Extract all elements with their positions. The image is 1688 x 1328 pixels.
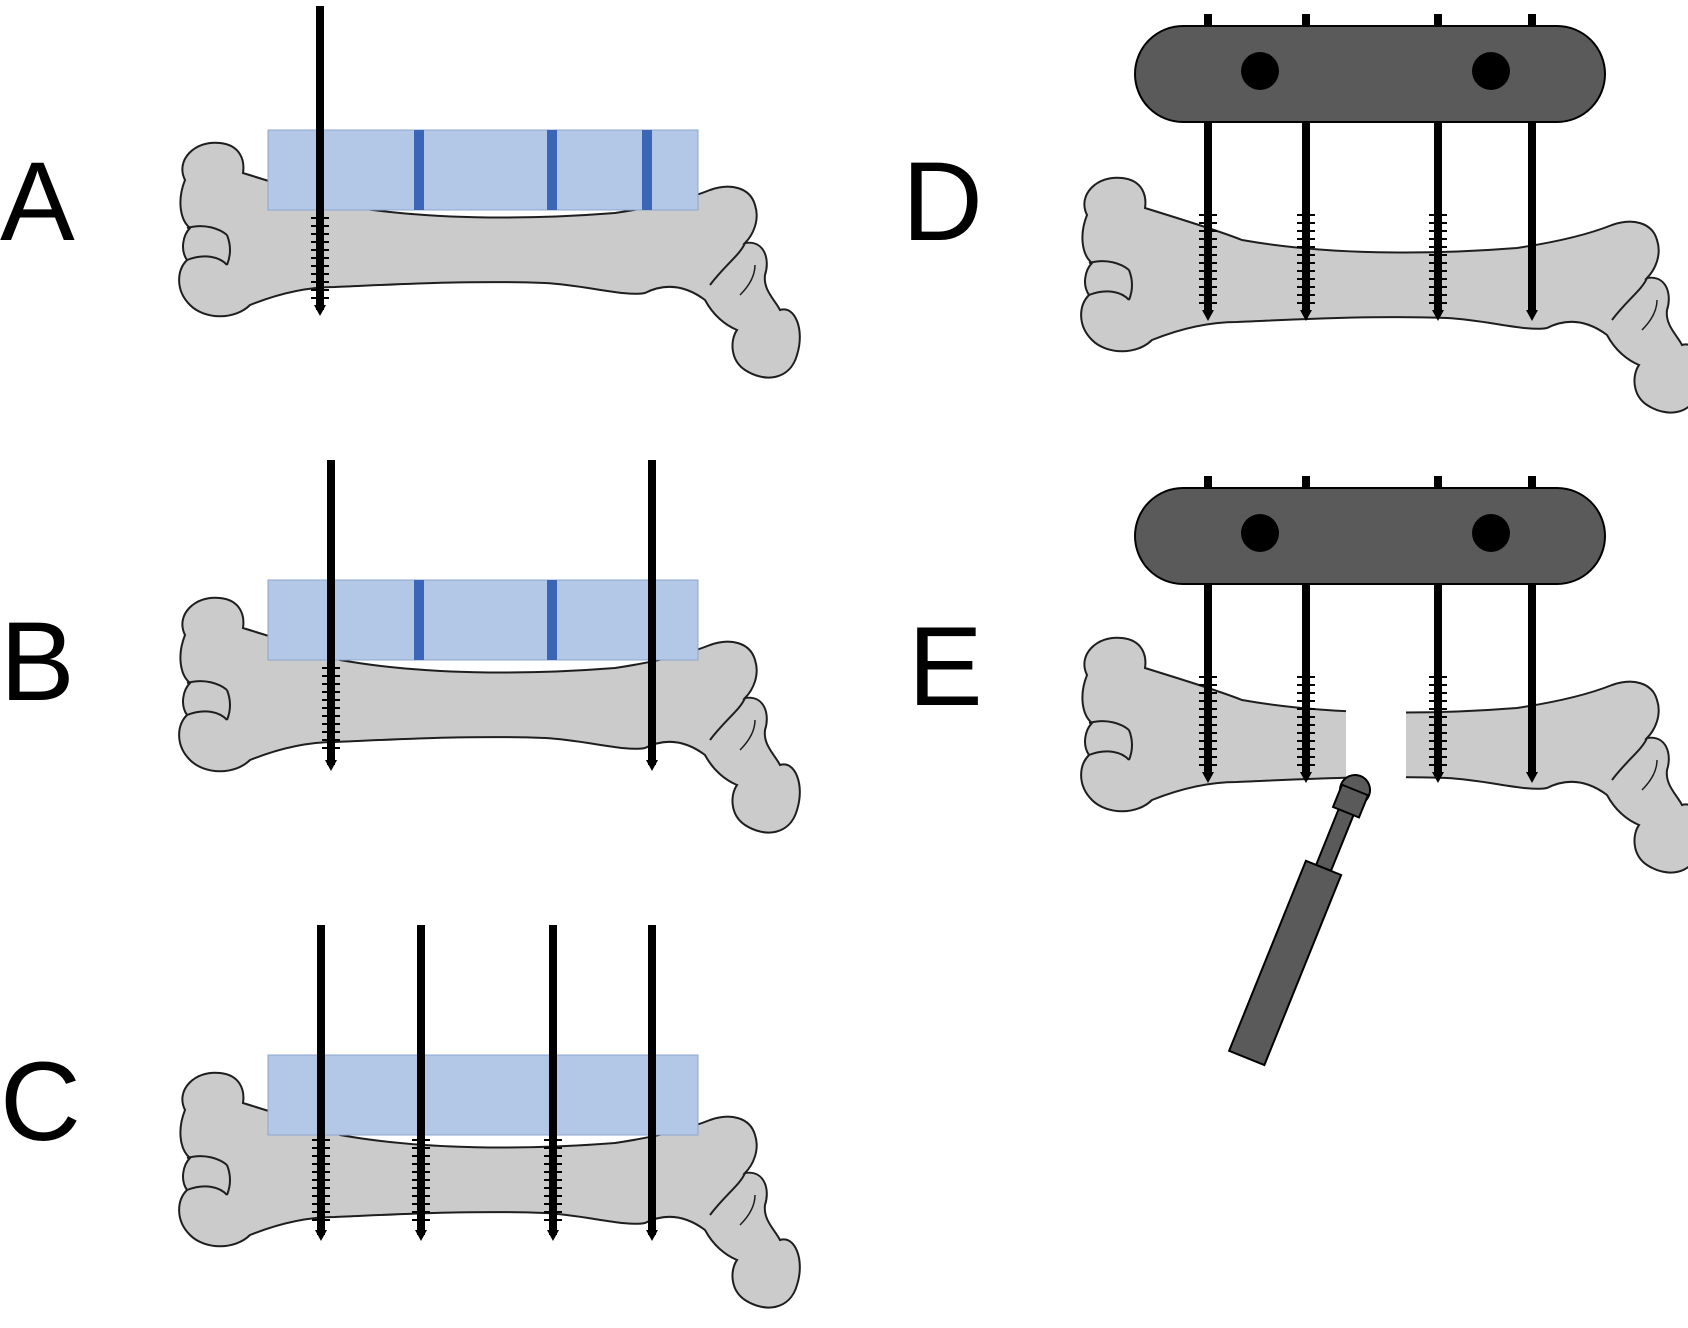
guide-slot-a2 [547,130,557,210]
pin-threads-d [1199,214,1447,304]
panel-c: C [0,925,801,1309]
bone-d [1080,176,1688,414]
fixator-bolt-e1 [1241,514,1279,552]
pin-a1 [316,6,324,310]
guide-slot-a3 [642,130,652,210]
panel-d: D [902,14,1688,414]
panel-label-d: D [902,139,983,264]
pin-threads-c [312,1139,562,1221]
panel-label-c: C [0,1039,81,1164]
cutting-guide-b [267,579,699,661]
panel-label-e: E [908,604,983,729]
pin-b1 [327,460,335,765]
external-fixator-e [1134,487,1606,585]
panel-b: B [0,460,801,834]
external-fixator-d [1134,25,1606,123]
fixator-bolt-e2 [1472,514,1510,552]
pin-thread-b1 [322,667,340,749]
pins-c [315,925,658,1241]
guide-slot-b2 [547,580,557,660]
pin-b2 [648,460,656,765]
guide-slot-b1 [414,580,424,660]
osteotomy-gap-e [1346,690,1406,790]
pin-threads-e [1199,676,1447,766]
panel-label-b: B [0,599,75,724]
fixator-bolt-d1 [1241,52,1279,90]
panel-a: A [0,6,801,379]
panel-label-a: A [0,139,75,264]
guide-block-c [267,1054,699,1136]
pin-thread-a1 [311,217,329,299]
osteotomy-tool [1227,774,1371,1067]
guide-slot-a1 [414,130,424,210]
pins-e [1202,476,1538,783]
pins-d [1202,14,1538,321]
fixator-bolt-d2 [1472,52,1510,90]
cutting-guide-a [267,129,699,211]
panel-e: E [908,476,1688,1067]
